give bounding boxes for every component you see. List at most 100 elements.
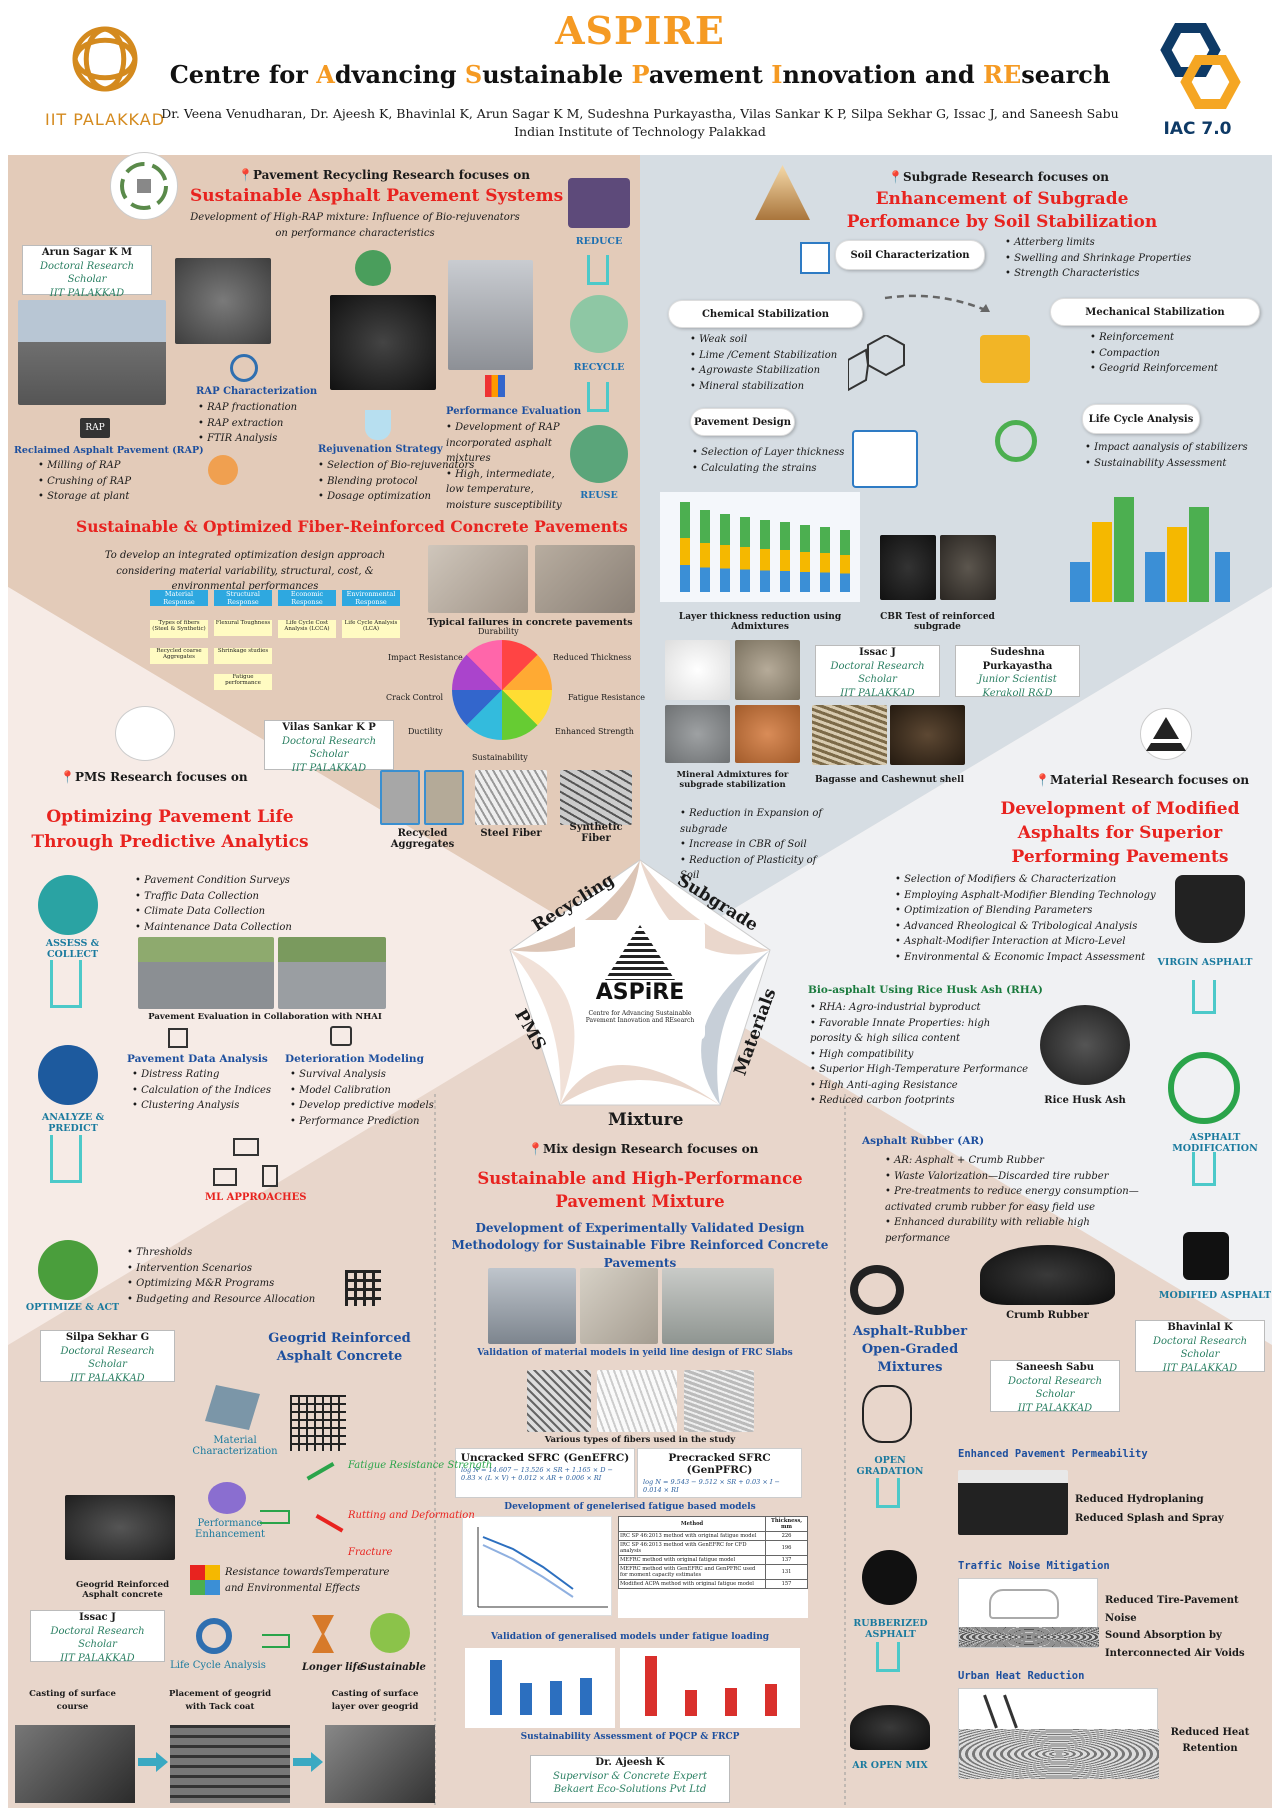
recycle-green-icon [995, 420, 1037, 462]
person-org: IIT PALAKKAD [70, 1372, 145, 1384]
table-cell: MEFRC method with GenEFRC and GenPFRC us… [617, 1564, 767, 1580]
survey-photo-2 [278, 937, 386, 1009]
person-name: Issac J [859, 647, 896, 658]
cbr-caption: CBR Test of reinforced subgrade [880, 612, 995, 632]
subtitle-part: search [1021, 60, 1111, 89]
genpfrc-box: Precracked SFRC (GenPFRC) log N = 9.543 … [637, 1448, 802, 1498]
frc-subtitle: To develop an integrated optimization de… [104, 550, 386, 592]
network-icon [330, 1026, 352, 1046]
tree-item: Fatigue performance [214, 674, 272, 690]
rap-title: Reclaimed Asphalt Pavement (RAP) [14, 445, 204, 456]
bagasse-photo [812, 705, 887, 765]
reuse-icon [570, 425, 628, 483]
optimize-icon [38, 1240, 98, 1300]
logo-right-text: IAC 7.0 [1163, 119, 1232, 139]
fiber-photo-3 [684, 1370, 754, 1432]
location-pin-icon: 📍 [238, 168, 253, 182]
genefrc-equation: log N = 14.607 − 13.526 × SR + 1.165 × D… [461, 1466, 613, 1482]
list-item: Waste Valorization—Discarded tire rubber [885, 1169, 1145, 1185]
list-item: Impact aanalysis of stabilizers [1085, 440, 1248, 456]
subtitle-part: dvancing [334, 60, 465, 89]
list-item: Agrowaste Stabilization [690, 363, 837, 379]
table-cell: Modified ACPA method with original fatig… [617, 1579, 767, 1589]
list-item: RAP fractionation [198, 400, 297, 416]
iit-palakkad-logo: IIT PALAKKAD [40, 14, 170, 144]
ml-approaches: ML APPROACHES [205, 1192, 307, 1203]
asphalt-modification-icon [1168, 1052, 1240, 1124]
list-item: Traffic Data Collection [135, 889, 292, 905]
noise-title: Traffic Noise Mitigation [958, 1560, 1110, 1572]
step-1-block [15, 1725, 135, 1803]
table-row: IRC SP 46:2013 method with original fati… [617, 1531, 808, 1541]
rap-list: Milling of RAP Crushing of RAP Storage a… [38, 458, 131, 505]
list-item: Storage at plant [38, 489, 131, 505]
arrow-down-icon [587, 255, 609, 285]
cashewnut-photo [890, 705, 965, 765]
person-card-issac-geogrid: Issac J Doctoral Research Scholar IIT PA… [30, 1610, 165, 1664]
list-item: Geogrid Reinforcement [1090, 361, 1218, 377]
sustain-bar-chart-2 [620, 1648, 800, 1728]
oil-drop-icon [1140, 708, 1192, 760]
assess-label: ASSESS & COLLECT [45, 938, 100, 960]
crack-photo-1 [428, 545, 528, 613]
materials-focus: 📍Material Research focuses on [1035, 773, 1249, 787]
list-item: Optimizing M&R Programs [127, 1276, 315, 1292]
cbr-photo-1 [880, 535, 936, 600]
fatigue-line-chart [462, 1516, 612, 1616]
chem-list: Weak soil Lime /Cement Stabilization Agr… [690, 332, 837, 394]
list-item: Dosage optimization [318, 489, 474, 505]
list-item: Climate Data Collection [135, 904, 292, 920]
dm-list: Survival Analysis Model Calibration Deve… [290, 1067, 434, 1129]
cycle-ring-icon [196, 1618, 232, 1654]
rap-hands-photo [175, 258, 271, 344]
materials-list: Selection of Modifiers & Characterizatio… [895, 872, 1156, 965]
beaker-icon [365, 410, 391, 440]
subtitle-part: RE [983, 60, 1022, 89]
wheel-label: Durability [478, 627, 519, 636]
person-card-issac: Issac J Doctoral Research Scholar IIT PA… [815, 645, 940, 699]
cement-photo [665, 705, 730, 763]
heat-diagram [958, 1688, 1159, 1779]
ar-list: AR: Asphalt + Crumb Rubber Waste Valoriz… [885, 1153, 1145, 1246]
slab-test-photo-1 [488, 1268, 576, 1344]
list-item: Calculation of the Indices [132, 1083, 271, 1099]
mech-list: Reinforcement Compaction Geogrid Reinfor… [1090, 330, 1218, 377]
list-item: Swelling and Shrinkage Properties [1005, 251, 1191, 267]
table-row: MEFRC method with GenEFRC and GenPFRC us… [617, 1564, 808, 1580]
person-name: Issac J [79, 1612, 116, 1623]
pda-title: Pavement Data Analysis [127, 1053, 268, 1065]
reduce-factory-icon [568, 178, 630, 228]
laptop-icon [233, 1138, 259, 1156]
dashed-arrow [884, 294, 991, 314]
table-cell: 157 [765, 1579, 808, 1589]
fatigue-caption: Development of genelerised fatigue based… [504, 1502, 756, 1512]
frc-title: Sustainable & Optimized Fiber-Reinforced… [76, 517, 628, 536]
act-list: Thresholds Intervention Scenarios Optimi… [127, 1245, 315, 1307]
milling-machine-photo [18, 300, 166, 405]
bagasse-caption: Bagasse and Cashewnut shell [815, 775, 964, 785]
modified-barrel-icon [1183, 1232, 1229, 1280]
list-item: Atterberg limits [1005, 235, 1191, 251]
mech-tile: Mechanical Stabilization [1050, 298, 1260, 326]
list-item: Clustering Analysis [132, 1098, 271, 1114]
step-3-block [325, 1725, 435, 1803]
person-name: Sudeshna Purkayastha [982, 647, 1053, 672]
page-subtitle: Centre for Advancing Sustainable Pavemen… [0, 60, 1280, 89]
table-row: MEFRC method with original fatigue model… [617, 1555, 808, 1565]
recycling-title: Sustainable Asphalt Pavement Systems [190, 186, 564, 206]
table-cell: 131 [765, 1564, 808, 1580]
table-cell: MEFRC method with original fatigue model [617, 1555, 767, 1565]
document-icon [800, 242, 830, 274]
person-role: Doctoral Research Scholar [281, 735, 377, 761]
molecule-icon [848, 335, 905, 392]
list-item: Strength Characteristics [1005, 266, 1191, 282]
tree-item: Flexural Toughness [214, 620, 272, 636]
tree-head: Environmental Response [342, 590, 400, 606]
center-logo-text: ASPiRE [595, 980, 685, 1005]
val-caption: Validation of material models in yeild l… [477, 1348, 793, 1358]
geogrid-mesh-icon [290, 1395, 346, 1451]
grid-icon [345, 1270, 381, 1306]
arrow-down-icon [1192, 1152, 1216, 1186]
chart-caption: Layer thickness reduction using Admixtur… [678, 612, 842, 632]
